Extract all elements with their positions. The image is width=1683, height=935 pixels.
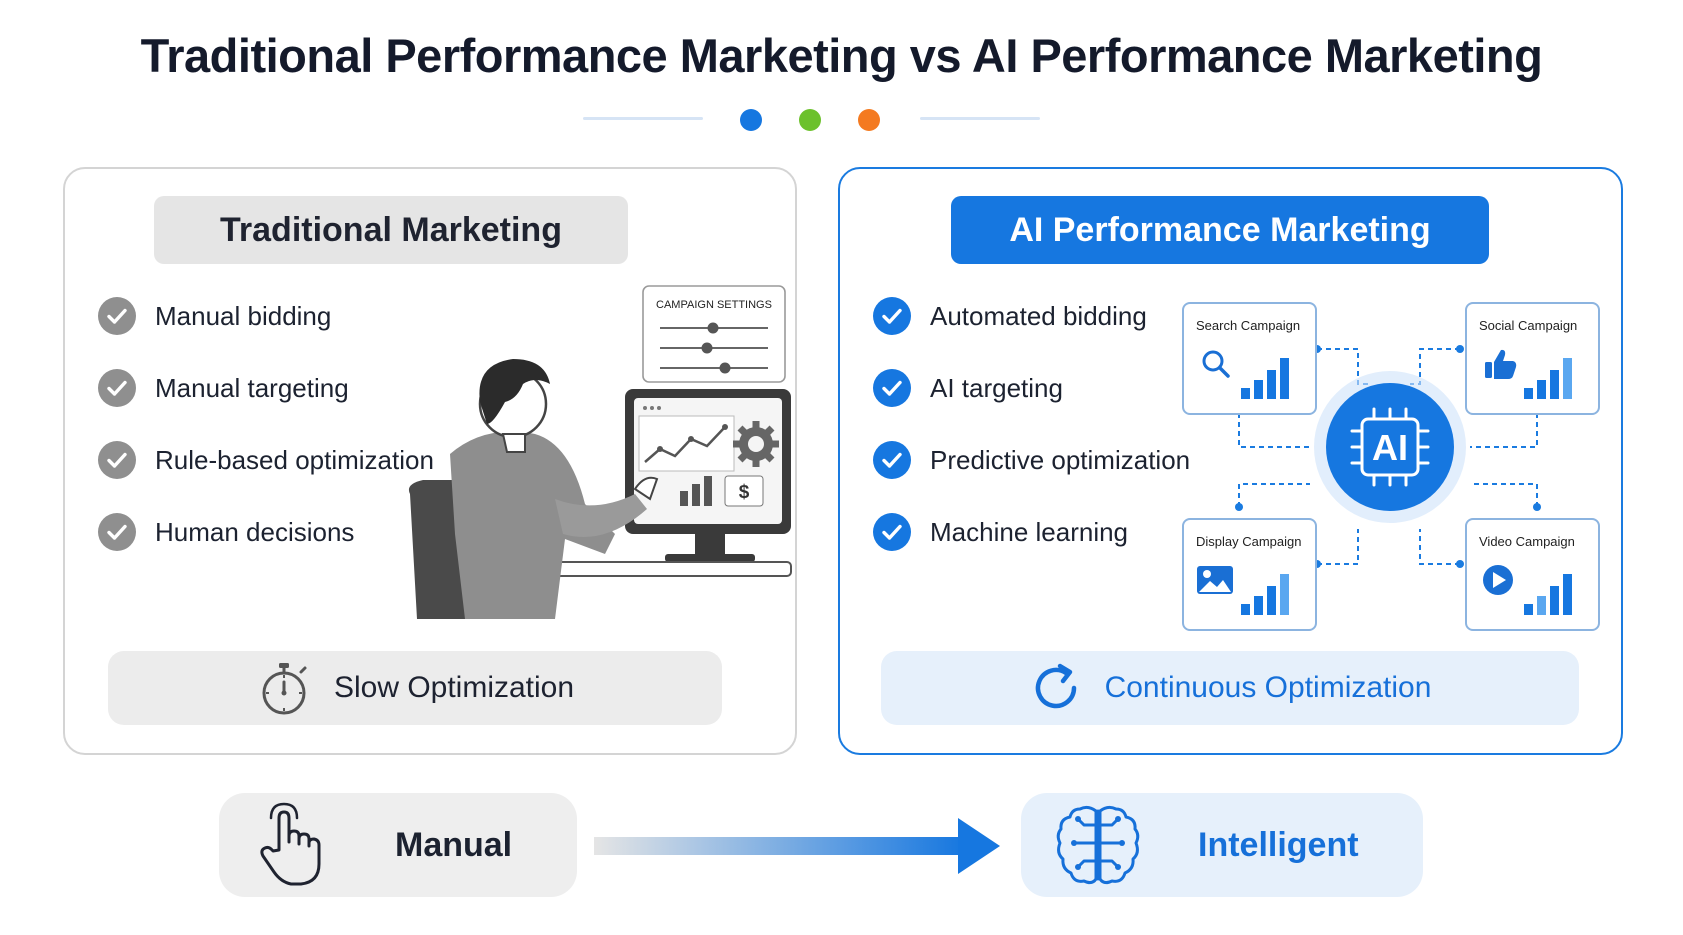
feature-label: Automated bidding [930, 300, 1147, 331]
dot-orange [858, 109, 880, 131]
play-icon [1483, 565, 1572, 615]
ai-feature: Predictive optimization [873, 441, 1190, 479]
feature-label: Rule-based optimization [155, 444, 434, 475]
page-title: Traditional Performance Marketing vs AI … [140, 29, 1543, 82]
ai-feature: Machine learning [873, 513, 1128, 551]
slow-optimization-bar: Slow Optimization [108, 651, 722, 725]
intelligent-pill: Intelligent [1021, 793, 1423, 897]
check-icon [873, 297, 911, 335]
traditional-heading: Traditional Marketing [154, 196, 628, 264]
traditional-feature: Human decisions [98, 513, 354, 551]
person-at-computer-illustration: CAMPAIGN SETTINGS $ [408, 285, 792, 619]
brain-circuit-icon [1056, 805, 1140, 885]
image-icon [1197, 566, 1289, 615]
divider-line-left [583, 117, 703, 120]
display-campaign-card: Display Campaign [1182, 518, 1317, 631]
stopwatch-icon [262, 663, 307, 715]
feature-label: Manual bidding [155, 300, 332, 331]
feature-label: Human decisions [155, 516, 355, 547]
dot-blue [740, 109, 762, 131]
traditional-panel: Traditional Marketing Manual bidding Man… [63, 167, 797, 755]
feature-label: AI targeting [930, 372, 1063, 403]
ai-panel: AI Performance Marketing Automated biddi… [838, 167, 1623, 755]
traditional-feature: Rule-based optimization [98, 441, 434, 479]
check-icon [873, 441, 911, 479]
check-icon [98, 513, 136, 551]
ai-feature: Automated bidding [873, 297, 1147, 335]
manual-pill: Manual [219, 793, 577, 897]
campaign-label: Social Campaign [1479, 318, 1578, 333]
check-icon [98, 441, 136, 479]
intelligent-label: Intelligent [1198, 825, 1359, 864]
arrow-right-icon [594, 818, 1000, 874]
hand-pointer-icon [260, 802, 321, 886]
search-icon [1202, 350, 1289, 399]
ai-chip-icon: AI [1314, 371, 1466, 523]
check-icon [98, 369, 136, 407]
refresh-icon [1035, 663, 1076, 709]
video-campaign-card: Video Campaign [1465, 518, 1600, 631]
social-campaign-card: Social Campaign [1465, 302, 1600, 415]
divider-line-right [920, 117, 1040, 120]
campaign-label: Video Campaign [1479, 534, 1575, 549]
feature-label: Predictive optimization [930, 444, 1191, 475]
manual-label: Manual [395, 825, 513, 864]
feature-label: Machine learning [930, 516, 1129, 547]
dot-green [799, 109, 821, 131]
ai-feature: AI targeting [873, 369, 1063, 407]
campaign-label: Display Campaign [1196, 534, 1302, 549]
check-icon [98, 297, 136, 335]
traditional-feature: Manual targeting [98, 369, 349, 407]
thumbs-up-icon [1485, 349, 1572, 399]
title-divider [0, 104, 1683, 134]
slow-optimization-label: Slow Optimization [333, 671, 575, 704]
campaign-settings-label: CAMPAIGN SETTINGS [656, 299, 772, 311]
ai-hub-label: AI [1372, 427, 1408, 468]
continuous-optimization-bar: Continuous Optimization [881, 651, 1579, 725]
ai-heading: AI Performance Marketing [951, 196, 1489, 264]
continuous-optimization-label: Continuous Optimization [1104, 671, 1432, 704]
check-icon [873, 369, 911, 407]
search-campaign-card: Search Campaign [1182, 302, 1317, 415]
traditional-feature: Manual bidding [98, 297, 331, 335]
check-icon [873, 513, 911, 551]
feature-label: Manual targeting [155, 372, 349, 403]
dollar-sign: $ [739, 482, 750, 503]
campaign-label: Search Campaign [1196, 318, 1301, 333]
